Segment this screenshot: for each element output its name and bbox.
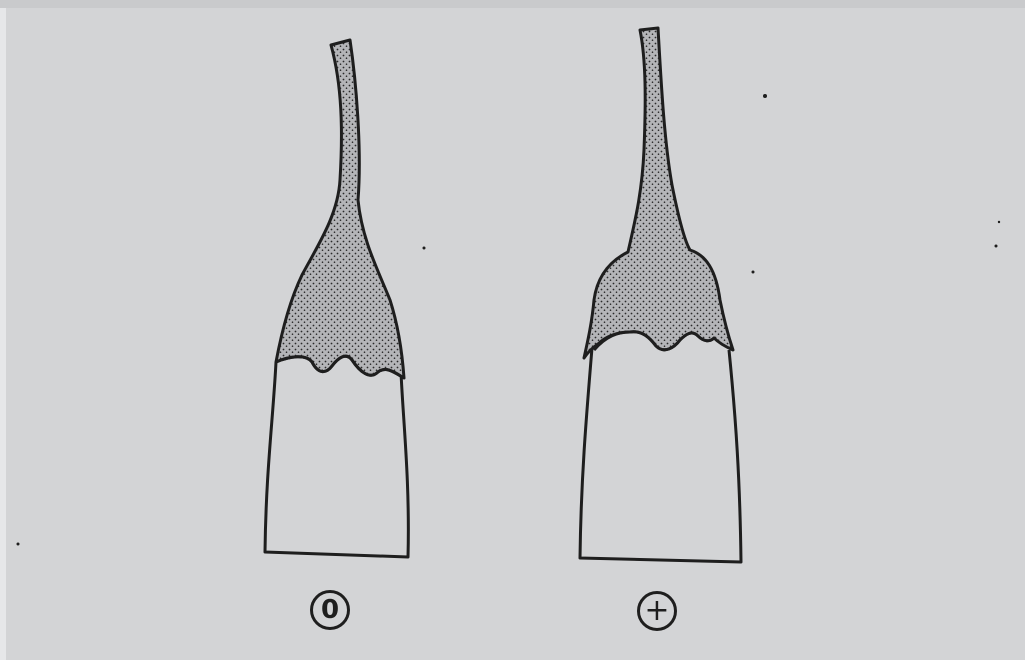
paper-specks [17,94,1001,546]
right-label-circle: + [637,591,677,631]
left-tooth-crown-stippled [276,40,404,378]
left-label-text: 0 [321,597,339,623]
left-tooth [265,40,408,557]
right-tooth-crown-stippled [584,28,733,358]
page-top-edge [0,0,1025,8]
page-edge [0,0,6,660]
right-label-text: + [644,596,669,626]
left-tooth-root [265,362,408,557]
left-label-circle: 0 [310,590,350,630]
right-tooth-root [580,348,741,562]
right-tooth [580,28,741,562]
